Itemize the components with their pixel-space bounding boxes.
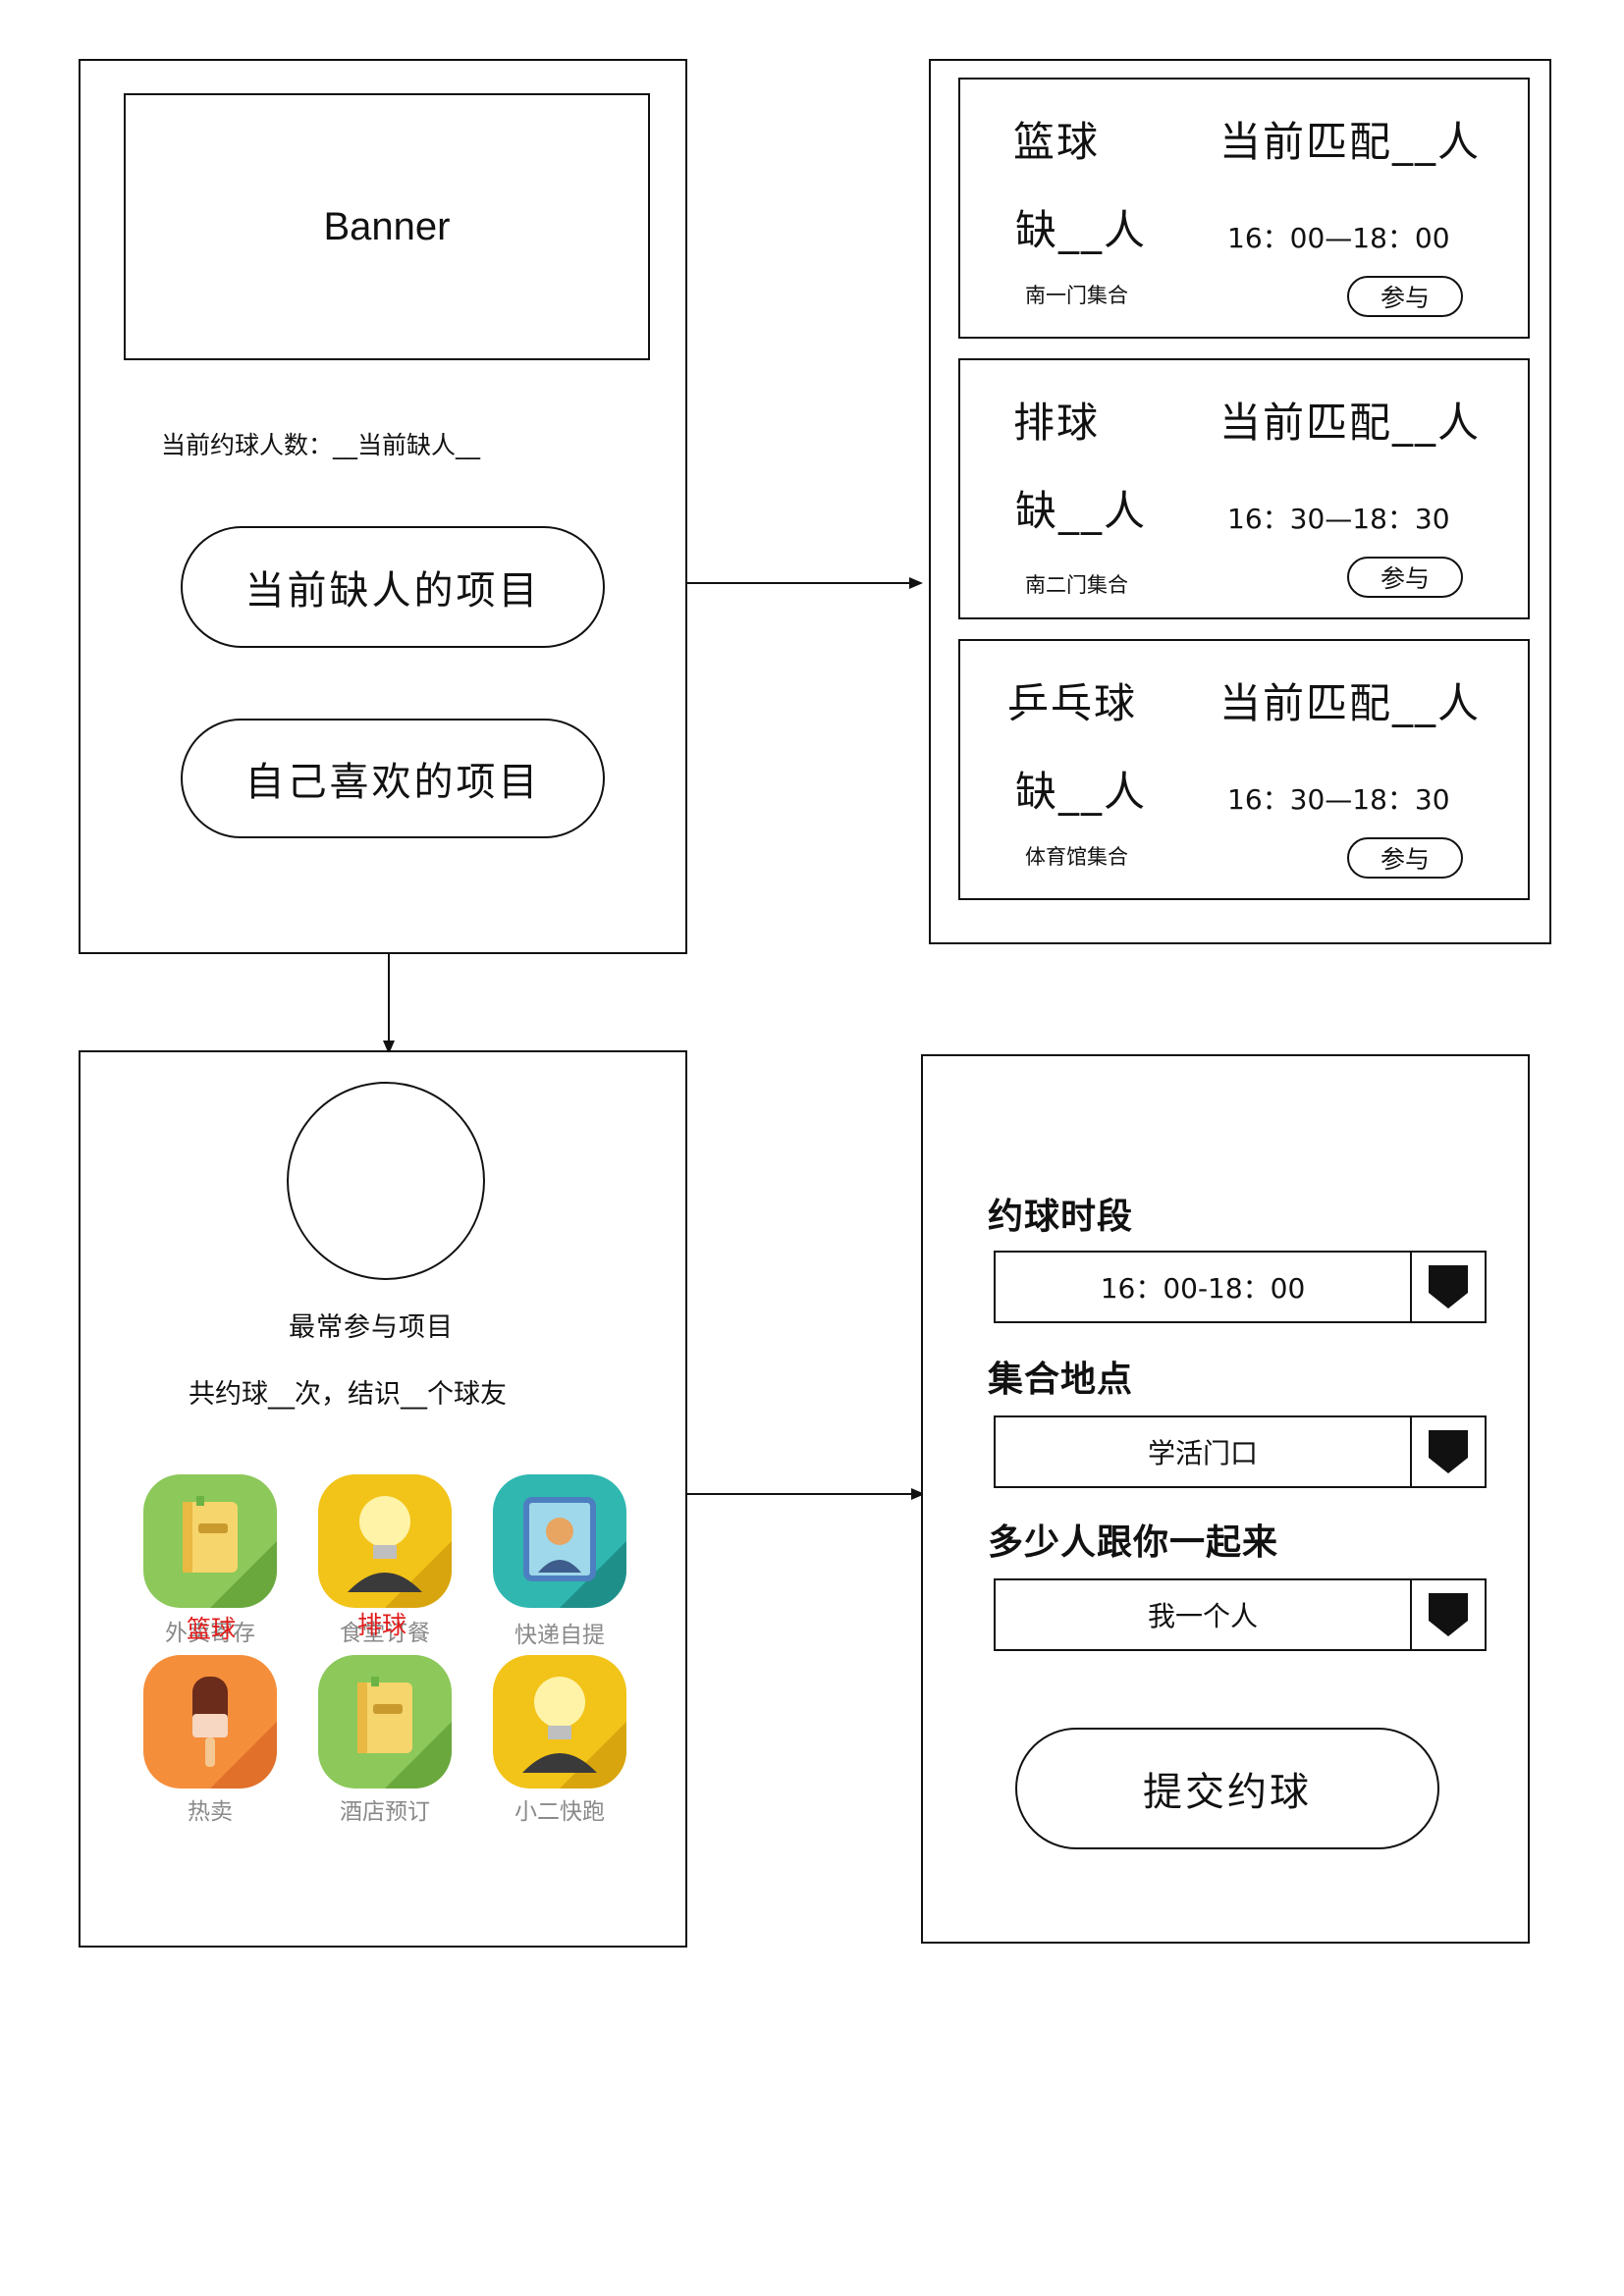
icon-caption: 小二快跑 <box>514 1799 605 1825</box>
avatar[interactable] <box>287 1082 485 1280</box>
short-projects-button[interactable]: 当前缺人的项目 <box>181 526 605 648</box>
match-count: 当前匹配__人 <box>1219 399 1482 447</box>
portrait-icon[interactable] <box>493 1474 626 1608</box>
time-slot-value: 16：00-18：00 <box>1100 1272 1306 1305</box>
companions-value: 我一个人 <box>1147 1600 1258 1632</box>
icon-caption: 食堂订餐 <box>340 1621 430 1646</box>
time-range: 16：30—18：30 <box>1227 503 1450 535</box>
time-range: 16：00—18：00 <box>1227 222 1450 254</box>
chevron-down-icon[interactable] <box>1410 1417 1485 1486</box>
sport-name: 篮球 <box>1013 118 1101 166</box>
meeting-place: 体育馆集合 <box>1025 845 1128 869</box>
join-button[interactable]: 参与 <box>1347 837 1463 879</box>
join-label: 参与 <box>1380 845 1430 874</box>
time-slot-label: 约球时段 <box>988 1197 1134 1237</box>
join-button[interactable]: 参与 <box>1347 276 1463 317</box>
submit-button[interactable]: 提交约球 <box>1015 1728 1439 1849</box>
meeting-place: 南二门集合 <box>1025 573 1128 597</box>
lightbulb-icon[interactable] <box>318 1474 452 1608</box>
home-screen: Banner 当前约球人数：__当前缺人__ 当前缺人的项目 自己喜欢的项目 <box>79 59 687 954</box>
icon-caption: 外卖寄存 <box>165 1621 255 1646</box>
companions-select[interactable]: 我一个人 <box>994 1578 1487 1651</box>
icon-caption: 热卖 <box>188 1799 233 1825</box>
sport-name: 排球 <box>1013 399 1101 447</box>
icon-caption: 快递自提 <box>514 1623 605 1648</box>
banner-label: Banner <box>323 204 451 248</box>
short-count: 缺__人 <box>1015 768 1148 816</box>
booking-form-screen: 约球时段 16：00-18：00 集合地点 学活门口 多少人跟你一起来 我一个人… <box>921 1054 1530 1944</box>
book-icon[interactable] <box>143 1474 277 1608</box>
sport-card: 篮球 当前匹配__人 缺__人 16：00—18：00 南一门集合 参与 <box>958 78 1530 339</box>
sport-name: 乒乓球 <box>1007 679 1138 727</box>
join-button[interactable]: 参与 <box>1347 557 1463 598</box>
meeting-place-label: 集合地点 <box>988 1360 1134 1400</box>
most-played-label: 最常参与项目 <box>289 1312 454 1343</box>
join-label: 参与 <box>1380 564 1430 593</box>
lightbulb-icon[interactable] <box>493 1655 626 1789</box>
stats-text: 当前约球人数：__当前缺人__ <box>161 431 481 459</box>
book-icon[interactable] <box>318 1655 452 1789</box>
favorite-projects-label: 自己喜欢的项目 <box>244 760 541 805</box>
favorite-projects-button[interactable]: 自己喜欢的项目 <box>181 719 605 838</box>
summary-text: 共约球__次，结识__个球友 <box>189 1379 507 1410</box>
popsicle-icon[interactable] <box>143 1655 277 1789</box>
match-count: 当前匹配__人 <box>1219 118 1482 166</box>
meeting-place: 南一门集合 <box>1025 284 1128 307</box>
meeting-place-select[interactable]: 学活门口 <box>994 1415 1487 1488</box>
sport-card: 乒乓球 当前匹配__人 缺__人 16：30—18：30 体育馆集合 参与 <box>958 639 1530 900</box>
sport-card: 排球 当前匹配__人 缺__人 16：30—18：30 南二门集合 参与 <box>958 358 1530 619</box>
companions-label: 多少人跟你一起来 <box>988 1522 1279 1563</box>
profile-screen: 最常参与项目 共约球__次，结识__个球友 外卖寄存 篮球 食堂订餐 排球 <box>79 1050 687 1948</box>
meeting-place-value: 学活门口 <box>1147 1437 1258 1469</box>
short-count: 缺__人 <box>1015 206 1148 254</box>
time-range: 16：30—18：30 <box>1227 783 1450 816</box>
short-projects-label: 当前缺人的项目 <box>244 568 541 614</box>
short-count: 缺__人 <box>1015 487 1148 535</box>
match-count: 当前匹配__人 <box>1219 679 1482 727</box>
overlay-sport-label: 排球 <box>357 1611 407 1639</box>
submit-label: 提交约球 <box>1143 1770 1312 1815</box>
shortage-list-screen: 篮球 当前匹配__人 缺__人 16：00—18：00 南一门集合 参与 排球 … <box>929 59 1551 944</box>
join-label: 参与 <box>1380 284 1430 312</box>
banner[interactable]: Banner <box>124 93 650 360</box>
chevron-down-icon[interactable] <box>1410 1253 1485 1321</box>
overlay-sport-label: 篮球 <box>187 1615 237 1643</box>
icon-caption: 酒店预订 <box>340 1799 430 1825</box>
time-slot-select[interactable]: 16：00-18：00 <box>994 1251 1487 1323</box>
chevron-down-icon[interactable] <box>1410 1580 1485 1649</box>
